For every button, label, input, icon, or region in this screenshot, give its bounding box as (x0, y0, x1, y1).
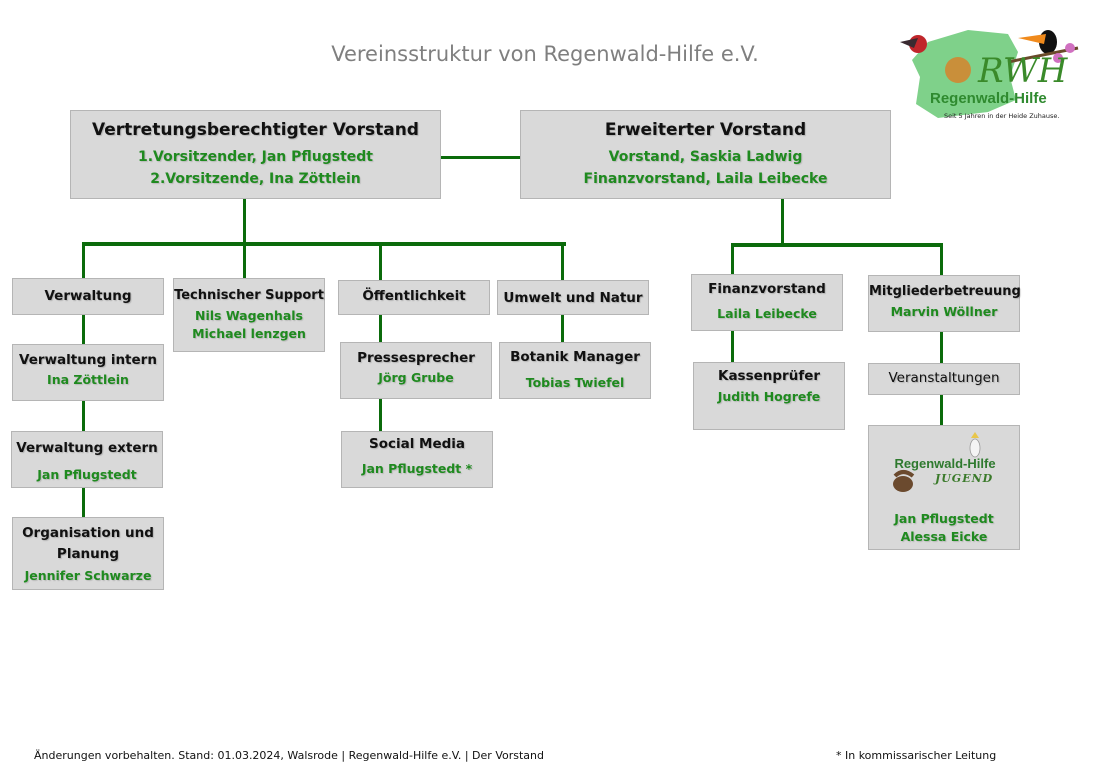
pressesprecher-box: Pressesprecher Jörg Grube (340, 342, 492, 399)
member-name: 2.Vorsitzende, Ina Zöttlein (150, 171, 361, 187)
jugend-logo-sub: JUGEND (935, 472, 994, 485)
authorized-board-box: Vertretungsberechtigter Vorstand 1.Vorsi… (70, 110, 441, 199)
box-title: Umwelt und Natur (503, 290, 643, 306)
member-name: Jennifer Schwarze (24, 568, 152, 583)
page-title: Vereinsstruktur von Regenwald-Hilfe e.V. (331, 42, 759, 66)
verwaltung-box: Verwaltung (12, 278, 164, 315)
jugend-logo-icon (893, 432, 981, 492)
rainforest-logo-icon: RWH (900, 30, 1079, 118)
connector-umwelt (561, 244, 564, 281)
box-title-line2: Planung (56, 546, 120, 562)
umwelt-box: Umwelt und Natur (497, 280, 649, 315)
connector-left-trunk (243, 198, 246, 244)
box-title: Mitgliederbetreuung (869, 284, 1021, 299)
oeffentlichkeit-box: Öffentlichkeit (338, 280, 490, 315)
logo-tagline: Seit 5 Jahren in der Heide Zuhause. (944, 112, 1060, 120)
connector-verw-extern (82, 400, 85, 432)
connector-kasse (731, 330, 734, 363)
extended-board-box: Erweiterter Vorstand Vorstand, Saskia La… (520, 110, 891, 199)
connector-right-bar (731, 243, 943, 247)
botanik-box: Botanik Manager Tobias Twiefel (499, 342, 651, 399)
connector-tech (243, 244, 246, 279)
member-name: Finanzvorstand, Laila Leibecke (583, 171, 828, 187)
connector-organisation (82, 487, 85, 518)
jugend-logo: Regenwald-Hilfe JUGEND (869, 426, 1019, 502)
social-media-box: Social Media Jan Pflugstedt * (341, 431, 493, 488)
connector-jugend (940, 394, 943, 426)
connector-botanik (561, 314, 564, 343)
box-title: Erweiterter Vorstand (604, 120, 807, 140)
connector-veranstaltungen (940, 331, 943, 364)
tech-support-box: Technischer Support Nils Wagenhals Micha… (173, 278, 325, 352)
footer-note: Änderungen vorbehalten. Stand: 01.03.202… (34, 749, 544, 762)
connector-left-bar (82, 242, 566, 246)
member-name: Judith Hogrefe (717, 389, 821, 404)
connector-verwaltung (82, 244, 85, 279)
mitgliederbetreuung-box: Mitgliederbetreuung Marvin Wöllner (868, 275, 1021, 332)
logo-name: Regenwald-Hilfe (930, 90, 1047, 107)
box-title: Verwaltung (44, 288, 132, 304)
member-name: Ina Zöttlein (47, 372, 129, 387)
member-name: Marvin Wöllner (890, 304, 998, 319)
box-title: Öffentlichkeit (362, 288, 466, 304)
member-name: Jan Pflugstedt (894, 511, 994, 526)
connector-mitglieder (940, 245, 943, 276)
member-name: Vorstand, Saskia Ladwig (608, 149, 803, 165)
finanzvorstand-box: Finanzvorstand Laila Leibecke (691, 274, 843, 331)
connector-finanz (731, 245, 734, 275)
footer-asterisk-note: * In kommissarischer Leitung (836, 749, 997, 762)
member-name: 1.Vorsitzender, Jan Pflugstedt (138, 149, 373, 165)
box-title: Technischer Support (174, 288, 324, 303)
box-title: Vertretungsberechtigter Vorstand (92, 120, 419, 140)
verwaltung-extern-box: Verwaltung extern Jan Pflugstedt (11, 431, 163, 488)
veranstaltungen-box: Veranstaltungen (868, 363, 1020, 395)
jugend-logo-name: Regenwald-Hilfe (894, 456, 996, 471)
verwaltung-intern-box: Verwaltung intern Ina Zöttlein (12, 344, 164, 401)
jugend-box: Regenwald-Hilfe JUGEND Jan Pflugstedt Al… (868, 425, 1020, 550)
member-name: Jan Pflugstedt * (361, 461, 473, 476)
box-title: Kassenprüfer (717, 368, 821, 384)
connector-board-link (441, 156, 521, 159)
member-name: Jan Pflugstedt (37, 467, 137, 482)
member-name: Alessa Eicke (900, 529, 988, 544)
member-name: Tobias Twiefel (525, 375, 625, 390)
kassenpruefer-box: Kassenprüfer Judith Hogrefe (693, 362, 845, 430)
box-title: Verwaltung extern (16, 440, 158, 456)
connector-verw-intern (82, 314, 85, 344)
box-title: Botanik Manager (510, 349, 640, 365)
member-name: Jörg Grube (378, 370, 454, 385)
member-name: Nils Wagenhals (195, 308, 303, 323)
organization-logo: RWH Regenwald-Hilfe Seit 5 Jahren in der… (898, 22, 1098, 126)
box-title: Pressesprecher (357, 350, 475, 366)
organisation-box: Organisation und Planung Jennifer Schwar… (12, 517, 164, 590)
member-name: Laila Leibecke (717, 306, 817, 321)
connector-right-trunk (781, 198, 784, 244)
box-title: Social Media (368, 436, 466, 452)
box-title: Veranstaltungen (888, 370, 1000, 386)
svg-text:RWH: RWH (977, 51, 1069, 91)
box-title: Verwaltung intern (19, 352, 157, 368)
box-title: Finanzvorstand (708, 281, 826, 297)
member-name: Michael lenzgen (192, 326, 306, 341)
connector-oeffentlichkeit (379, 244, 382, 281)
box-title: Organisation und (22, 525, 154, 541)
connector-presse (379, 314, 382, 343)
connector-social (379, 398, 382, 431)
